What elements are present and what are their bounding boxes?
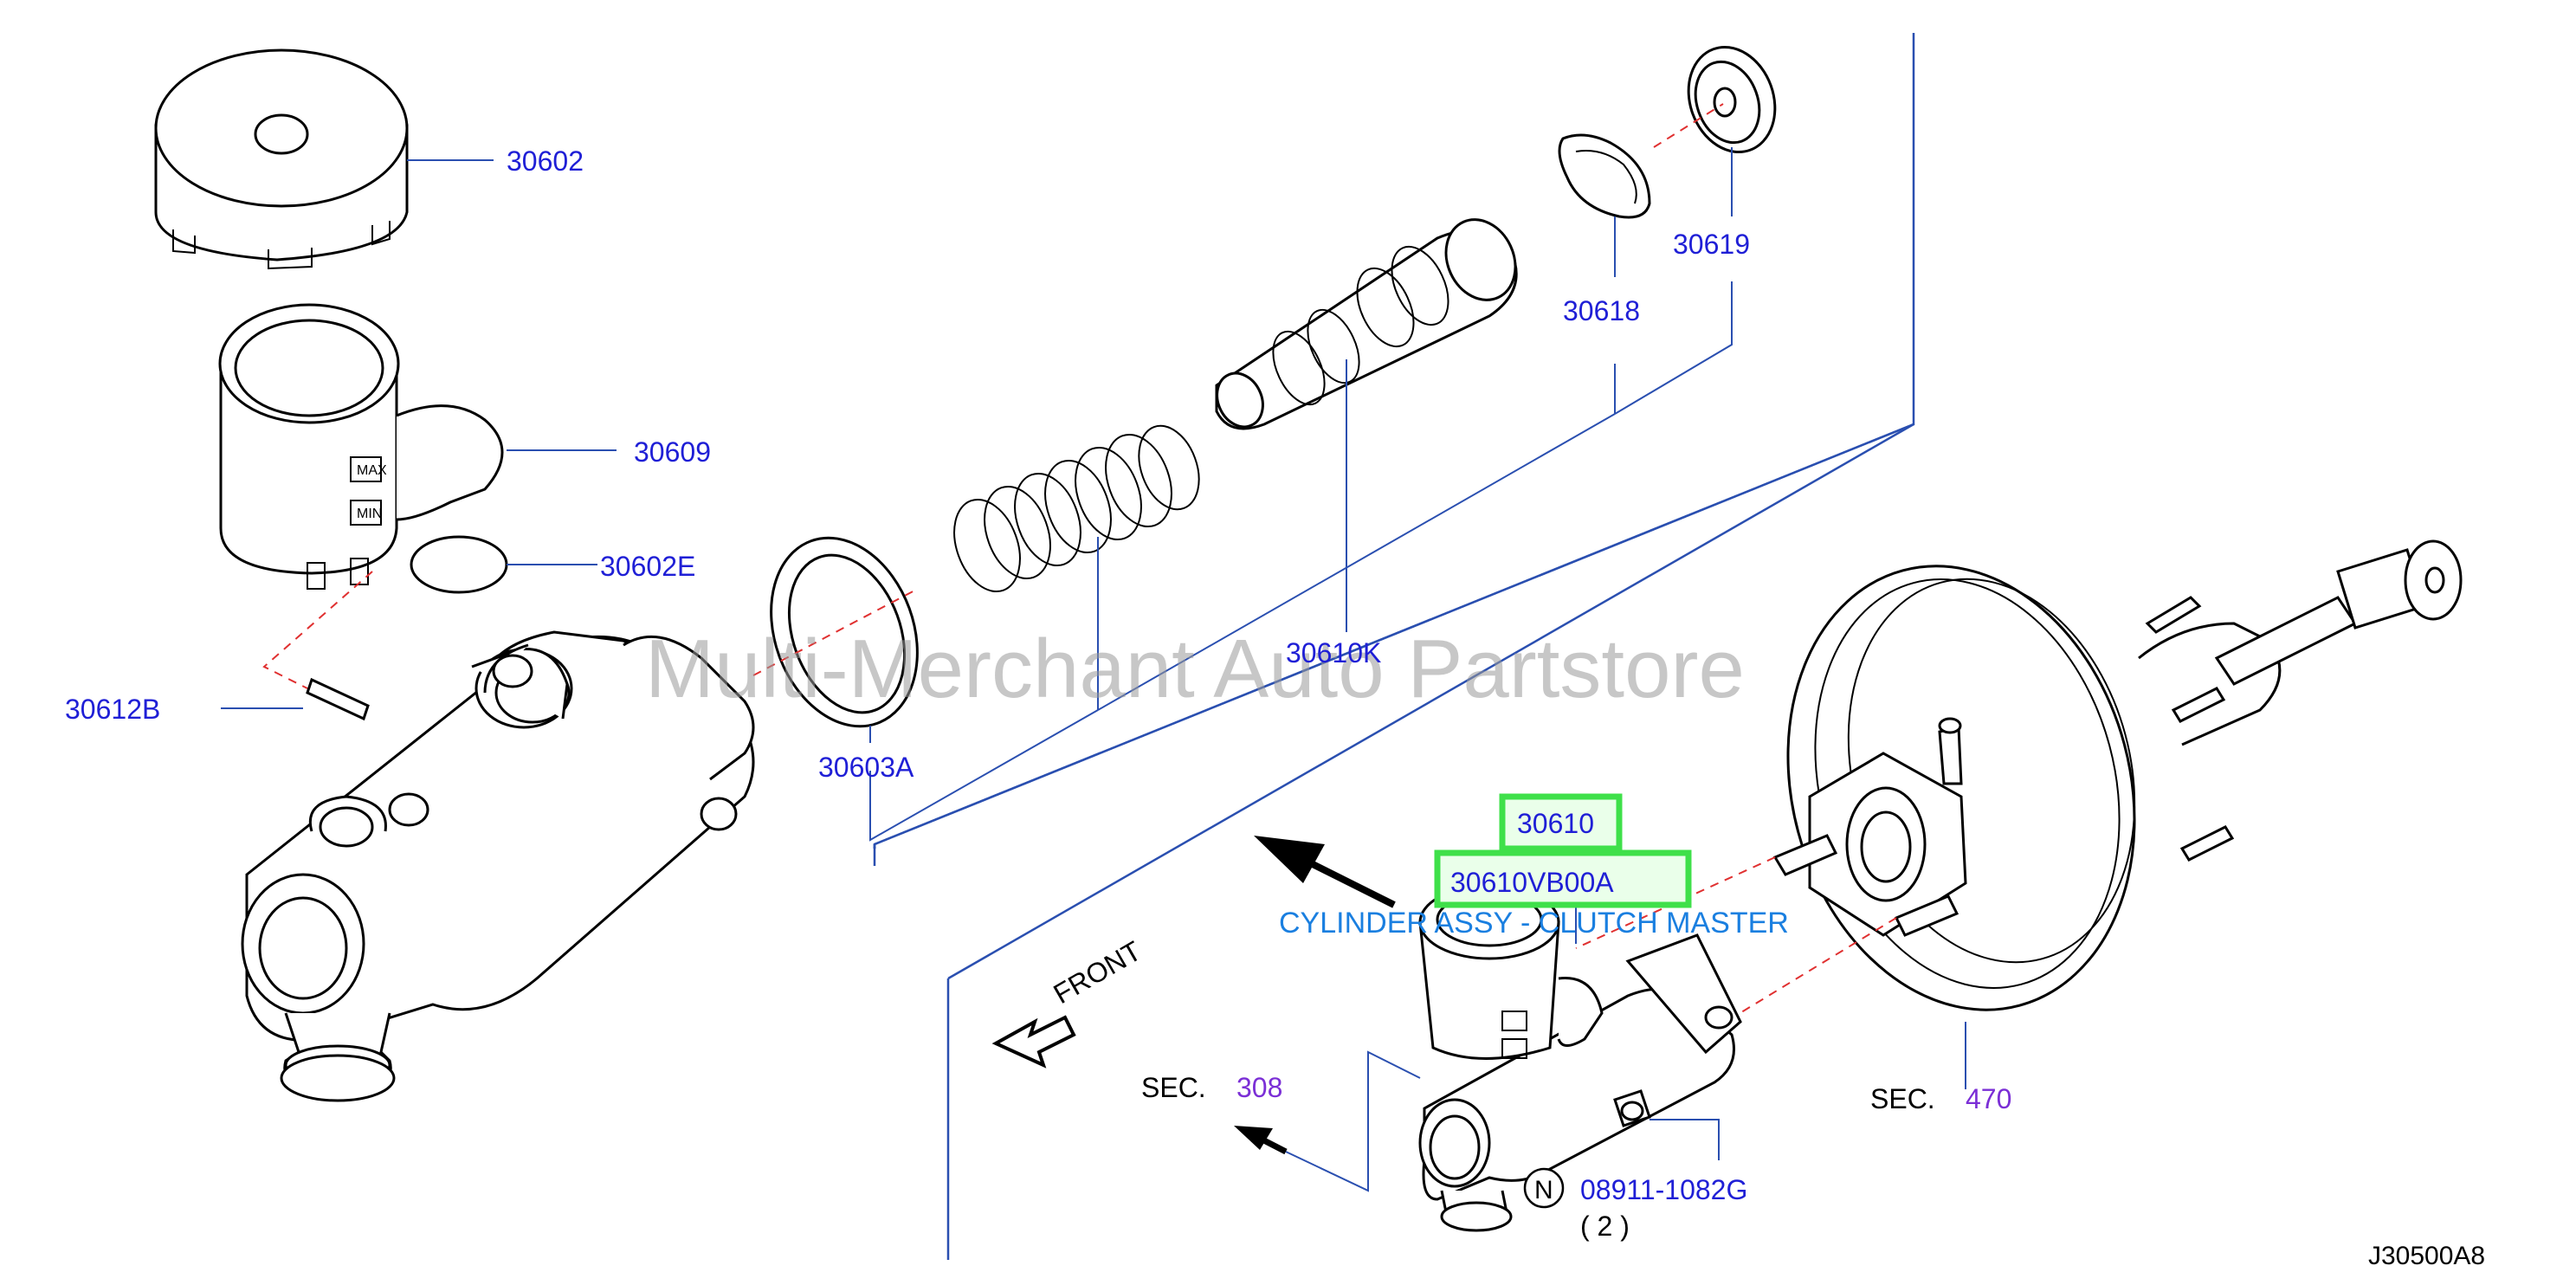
piston-part bbox=[1215, 218, 1518, 632]
section-link-470[interactable]: 470 bbox=[1966, 1083, 2011, 1114]
o-ring-part bbox=[410, 535, 597, 594]
part-label-30609[interactable]: 30609 bbox=[634, 436, 711, 468]
clutch-master-assembly-part bbox=[1285, 862, 1742, 1232]
part-label-30602[interactable]: 30602 bbox=[507, 145, 584, 177]
part-label-30602E[interactable]: 30602E bbox=[600, 551, 695, 582]
watermark-text: Multi-Merchant Auto Partstore bbox=[645, 623, 1745, 715]
n-symbol-circle bbox=[1523, 1167, 1565, 1209]
highlight-30610VB00A-box bbox=[1434, 849, 1692, 908]
snap-ring-part bbox=[1558, 133, 1651, 277]
part-label-30603A[interactable]: 30603A bbox=[818, 752, 914, 783]
master-cylinder-body-part bbox=[241, 630, 755, 1102]
part-label-30610[interactable]: 30610 bbox=[1517, 808, 1594, 839]
leader-lines bbox=[869, 281, 1733, 842]
svg-text:MIN: MIN bbox=[357, 507, 382, 521]
n-symbol-text: N bbox=[1534, 1176, 1553, 1204]
return-spring-part bbox=[953, 424, 1200, 710]
direction-arrows bbox=[991, 836, 1396, 1155]
diagram-frame bbox=[873, 33, 1915, 1260]
section-word-308: SEC. bbox=[1141, 1072, 1206, 1103]
part-label-30610K[interactable]: 30610K bbox=[1286, 637, 1381, 668]
part-label-30612B[interactable]: 30612B bbox=[65, 694, 160, 725]
reservoir-cap-part bbox=[154, 48, 494, 270]
highlight-30610-bg bbox=[1502, 797, 1619, 849]
part-label-30618[interactable]: 30618 bbox=[1563, 295, 1640, 326]
quantity-text: ( 2 ) bbox=[1580, 1211, 1630, 1242]
reservoir-tank-part: MAX MIN bbox=[218, 303, 617, 590]
front-direction-label: FRONT bbox=[1049, 935, 1146, 1010]
highlight-30610-box bbox=[1499, 793, 1623, 852]
part-description: CYLINDER ASSY - CLUTCH MASTER bbox=[1279, 907, 1789, 940]
section-link-308[interactable]: 308 bbox=[1236, 1072, 1282, 1103]
highlight-30610VB00A-bg bbox=[1437, 853, 1688, 905]
part-label-30610VB00A[interactable]: 30610VB00A bbox=[1450, 867, 1614, 898]
section-word-470: SEC. bbox=[1870, 1083, 1935, 1114]
seal-ring-part bbox=[752, 536, 919, 743]
svg-text:MAX: MAX bbox=[357, 463, 387, 478]
brake-booster-part bbox=[1575, 539, 2463, 1089]
drawing-id: J30500A8 bbox=[2368, 1242, 2485, 1270]
part-label-08911-1082G[interactable]: 08911-1082G bbox=[1580, 1174, 1747, 1205]
part-label-30619[interactable]: 30619 bbox=[1673, 229, 1750, 260]
pin-part bbox=[221, 571, 373, 721]
dust-boot-part bbox=[1653, 45, 1777, 216]
